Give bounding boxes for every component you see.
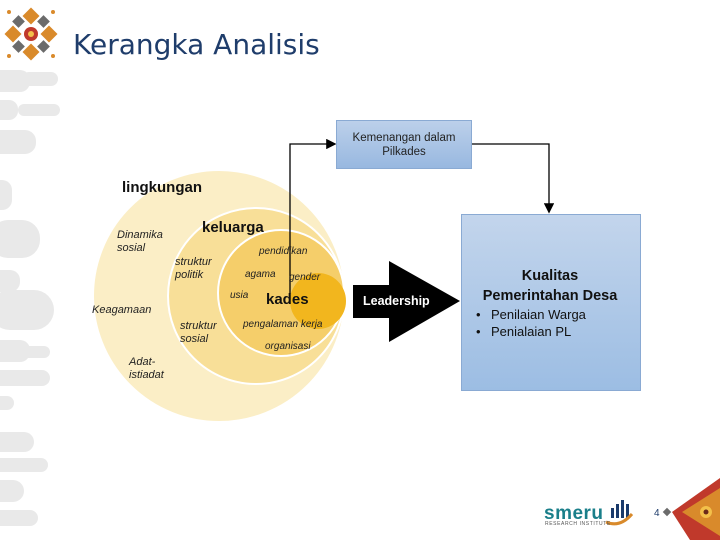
pilkades-line-1: Kemenangan dalam bbox=[352, 131, 456, 144]
gender-label: gender bbox=[289, 272, 321, 283]
dinamika-sosial-label: Dinamika sosial bbox=[117, 229, 163, 254]
smeru-logo-text: smeru bbox=[544, 503, 604, 524]
leadership-label: Leadership bbox=[363, 294, 430, 308]
batik-corner-decoration bbox=[662, 478, 720, 540]
usia-label: usia bbox=[230, 290, 249, 301]
keluarga-label: keluarga bbox=[202, 219, 264, 236]
pendidikan-label: pendidikan bbox=[259, 246, 308, 257]
bullet-penialaian-pl: Penialaian PL bbox=[476, 323, 586, 340]
keagamaan-label: Keagamaan bbox=[92, 304, 152, 316]
result-box-title: Kualitas Pemerintahan Desa bbox=[482, 268, 618, 304]
pilkades-line-2: Pilkades bbox=[382, 145, 426, 158]
center-circle-kades bbox=[290, 273, 346, 329]
smeru-logo-icon bbox=[605, 500, 634, 526]
struktur-sosial-label: struktur sosial bbox=[180, 320, 217, 345]
agama-label: agama bbox=[245, 269, 276, 280]
pilkades-outcome-box: Kemenangan dalam Pilkades bbox=[336, 120, 472, 169]
result-bullet-list: Penilaian Warga Penialaian PL bbox=[476, 306, 586, 340]
leadership-arrow bbox=[353, 261, 460, 342]
pengalaman-kerja-label: pengalaman kerja bbox=[243, 319, 323, 330]
slide-title: Kerangka Analisis bbox=[73, 28, 320, 61]
smeru-logo-subtext: RESEARCH INSTITUTE bbox=[545, 521, 611, 527]
struktur-politik-label: struktur politik bbox=[175, 256, 212, 281]
page-number: 4 bbox=[654, 508, 660, 519]
lingkungan-label: lingkungan bbox=[122, 179, 202, 196]
organisasi-label: organisasi bbox=[265, 341, 311, 352]
bullet-penilaian-warga: Penilaian Warga bbox=[476, 306, 586, 323]
result-box bbox=[461, 214, 641, 391]
adat-istiadat-label: Adat- istiadat bbox=[129, 356, 164, 381]
batik-ornament-icon bbox=[4, 7, 58, 61]
kades-label: kades bbox=[266, 291, 309, 308]
connector-to-pilkades bbox=[289, 138, 337, 294]
connector-to-result bbox=[470, 143, 555, 214]
left-decoration bbox=[0, 70, 60, 526]
